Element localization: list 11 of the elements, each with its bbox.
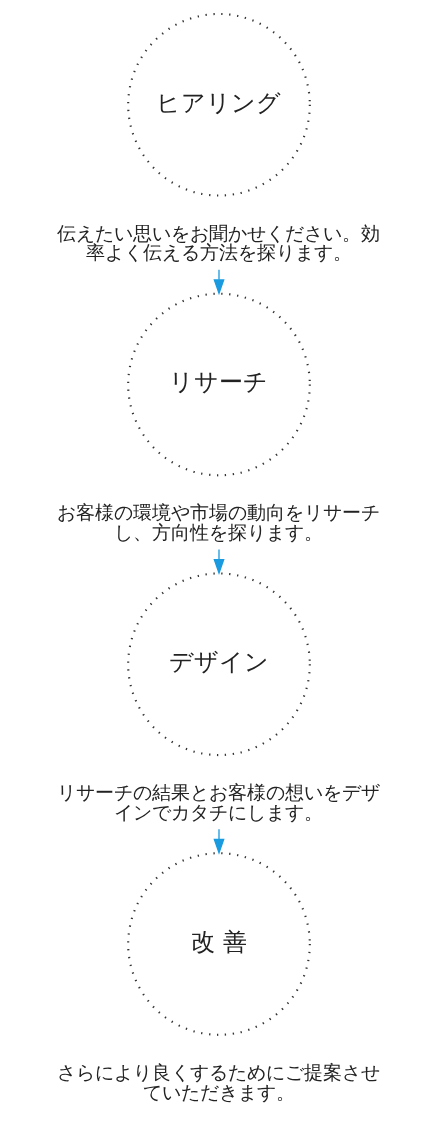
node-text: お客様の環境や市場の動向をリサーチし、方向性を探ります。 xyxy=(57,502,381,544)
arrow xyxy=(213,828,225,855)
node-text: 伝えたい思いをお聞かせください。効率よく伝える方法を探ります。 xyxy=(57,222,381,264)
node-circle: リサーチ xyxy=(127,292,311,477)
node-circle: デザイン xyxy=(127,572,311,757)
node-text: さらにより良くするためにご提案させていただきます。 xyxy=(57,1061,381,1103)
arrow xyxy=(213,548,225,575)
node-circle: ヒアリング xyxy=(127,12,311,197)
node-circle: 改 善 xyxy=(127,852,311,1036)
node-text: リサーチの結果とお客様の想いをデザインでカタチにします。 xyxy=(57,782,381,823)
arrow xyxy=(213,269,225,296)
